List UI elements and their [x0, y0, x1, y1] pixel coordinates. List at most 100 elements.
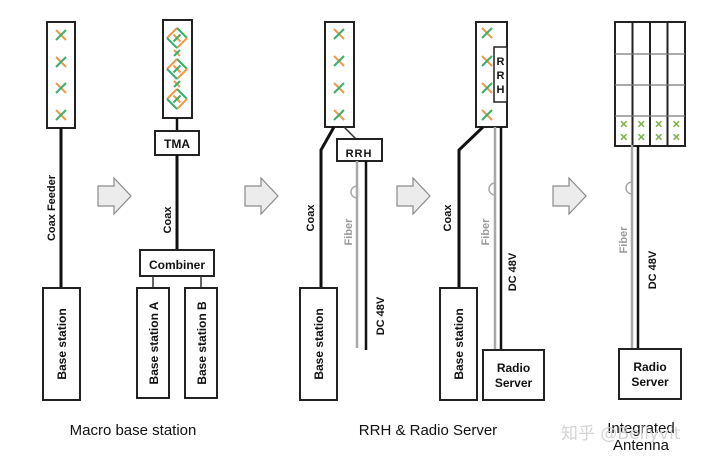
caption-integrated-2: Antenna	[613, 437, 670, 454]
rrh-box	[493, 46, 508, 103]
combiner-label: Combiner	[149, 258, 205, 272]
diamond-edge	[166, 58, 178, 70]
polarization-line-green	[481, 109, 493, 121]
polarization-line-green	[172, 94, 182, 104]
antenna-element-cross-icon	[481, 27, 493, 39]
caption-integrated-1: Integrated	[607, 420, 675, 437]
antenna-element-cross-icon	[55, 109, 67, 121]
radio-server-label: Radio	[497, 361, 530, 375]
caption-macro: Macro base station	[70, 422, 197, 439]
antenna-element-cross-icon	[333, 109, 345, 121]
diamond-edge	[166, 37, 178, 49]
antenna-element-cross-icon	[172, 94, 182, 104]
polarization-line-green	[173, 49, 181, 57]
stage-macro-tma: TMA Coax Combiner Base station A Base st…	[136, 19, 218, 399]
antenna-element-cross-icon	[333, 28, 345, 40]
radio-server-label: Server	[495, 376, 533, 390]
fiber-loop-icon	[625, 181, 633, 195]
diamond-edge	[166, 68, 178, 80]
coax-line	[319, 126, 336, 288]
antenna-element-cross-icon	[55, 82, 67, 94]
base-station-box	[42, 287, 81, 401]
antenna-elements	[55, 29, 67, 121]
fiber-loop-icon	[488, 182, 496, 196]
diamond-edge	[166, 27, 178, 39]
diamond-edge	[176, 58, 188, 70]
array-element-line	[672, 133, 680, 141]
base-station-label: Base station	[452, 308, 466, 379]
rrh-box	[336, 138, 383, 162]
antenna-elements	[481, 27, 493, 121]
fiber-loop-icon	[350, 185, 358, 199]
base-station-label: Base station	[312, 308, 326, 379]
arrow-right-icon	[396, 176, 431, 216]
antenna-element-cross-icon	[333, 55, 345, 67]
dc-48v-label: DC 48V	[647, 250, 659, 289]
polarization-line-green	[172, 33, 182, 43]
polarization-line-green	[55, 109, 67, 121]
array-element-line	[655, 120, 663, 128]
polarization-line-green	[481, 82, 493, 94]
diamond-edge	[176, 88, 188, 100]
antenna-panel	[324, 21, 355, 128]
polarization-line-green	[481, 27, 493, 39]
polarization-line-green	[333, 82, 345, 94]
diamond-edge	[176, 37, 188, 49]
base-station-box	[439, 287, 478, 401]
combiner-box	[139, 249, 215, 277]
array-element-line	[655, 133, 663, 141]
dc-48v-label: DC 48V	[507, 252, 519, 291]
antenna-element-cross-icon	[172, 33, 182, 43]
base-station-box	[299, 287, 338, 401]
rrh-letter: H	[497, 84, 505, 96]
antenna-panel	[46, 21, 76, 129]
arrow-right-icon	[244, 176, 279, 216]
fiber-label: Fiber	[618, 226, 630, 254]
array-element-line	[620, 133, 628, 141]
diamond-edge	[176, 98, 188, 110]
coax-label: Coax	[442, 204, 454, 232]
array-element-line	[620, 120, 628, 128]
stage-rrh-integrated: R R H Coax Fiber DC 48V Base station Rad…	[439, 21, 545, 401]
coax-label: Coax	[305, 204, 317, 232]
stage-macro-single: Coax Feeder Base station	[42, 21, 81, 401]
polarization-line-green	[173, 80, 181, 88]
polarization-line-green	[333, 55, 345, 67]
stage-rrh: RRH Fiber DC 48V Coax Base station	[299, 21, 387, 401]
antenna-elements	[333, 28, 345, 121]
polarization-line-green	[481, 55, 493, 67]
tma-label: TMA	[164, 137, 190, 151]
array-element-line	[672, 120, 680, 128]
rrh-letter: R	[497, 70, 505, 82]
array-element-line	[637, 120, 645, 128]
antenna-elements-diamond	[166, 27, 188, 110]
antenna-element-cross-icon	[173, 49, 181, 57]
radio-server-label: Radio	[633, 360, 666, 374]
radio-server-box	[618, 348, 682, 400]
antenna-array-grid	[614, 21, 686, 147]
antenna-element-cross-icon	[333, 82, 345, 94]
antenna-element-cross-icon	[481, 82, 493, 94]
polarization-line-green	[333, 109, 345, 121]
coax-feeder-label: Coax Feeder	[46, 174, 58, 241]
rrh-label: RRH	[346, 148, 373, 160]
base-station-a-box	[136, 287, 170, 399]
base-station-b-label: Base station B	[195, 301, 209, 385]
diamond-edge	[176, 68, 188, 80]
antenna-element-cross-icon	[173, 80, 181, 88]
arrow-right-icon	[552, 176, 587, 216]
dc-48v-label: DC 48V	[375, 296, 387, 335]
polarization-line-green	[172, 64, 182, 74]
antenna-element-cross-icon	[172, 64, 182, 74]
caption-rrh: RRH & Radio Server	[359, 422, 497, 439]
radio-server-label: Server	[631, 375, 669, 389]
array-element-line	[637, 133, 645, 141]
polarization-line-green	[55, 29, 67, 41]
polarization-line-green	[55, 82, 67, 94]
diamond-edge	[176, 27, 188, 39]
fiber-label: Fiber	[480, 218, 492, 246]
antenna-element-cross-icon	[481, 109, 493, 121]
base-station-label: Base station	[55, 308, 69, 379]
antenna-element-cross-icon	[481, 55, 493, 67]
arrow-right-icon	[97, 176, 132, 216]
